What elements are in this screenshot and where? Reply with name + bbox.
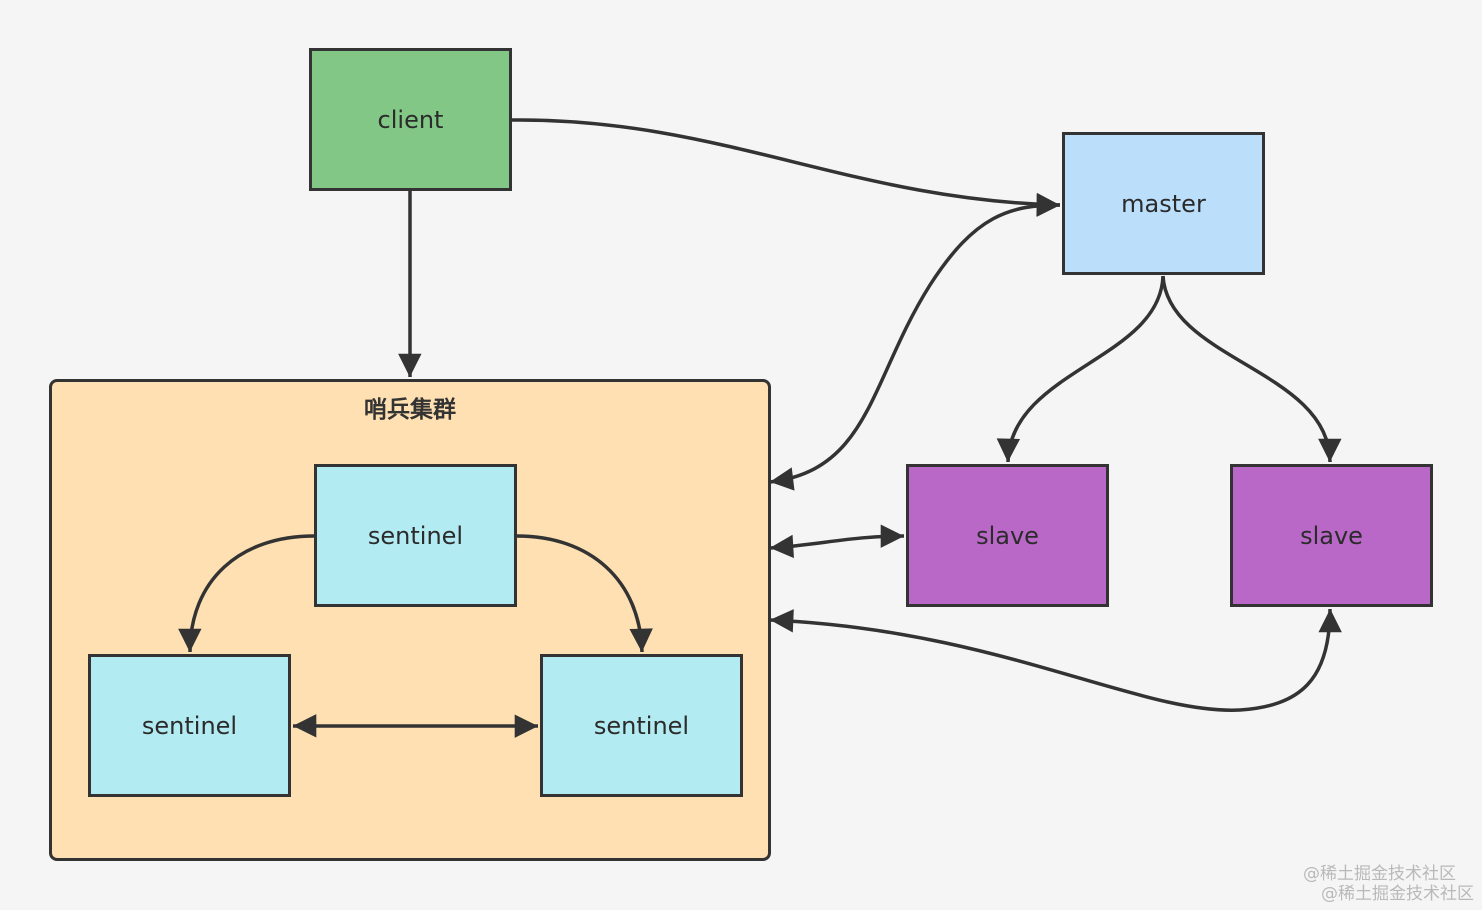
edge-cluster-master (769, 193, 1061, 491)
cluster-title: 哨兵集群 (364, 397, 456, 423)
edge-master-to-slave-left (996, 275, 1165, 463)
watermark: @稀土掘金技术社区 @稀土掘金技术社区 (1303, 864, 1474, 904)
sentinel-node-left: sentinel (88, 654, 291, 797)
watermark-line-2: @稀土掘金技术社区 (1321, 884, 1474, 904)
edge-cluster-slave-right (769, 608, 1342, 712)
master-node: master (1062, 132, 1265, 275)
edge-client-to-master (511, 118, 1061, 217)
watermark-line-1: @稀土掘金技术社区 (1303, 864, 1456, 884)
slave-node-left: slave (906, 464, 1109, 607)
edge-cluster-slave-left (769, 524, 905, 559)
edge-master-to-slave-right (1161, 275, 1342, 463)
client-node: client (309, 48, 512, 191)
sentinel-node-top: sentinel (314, 464, 517, 607)
slave-node-right: slave (1230, 464, 1433, 607)
sentinel-node-right: sentinel (540, 654, 743, 797)
